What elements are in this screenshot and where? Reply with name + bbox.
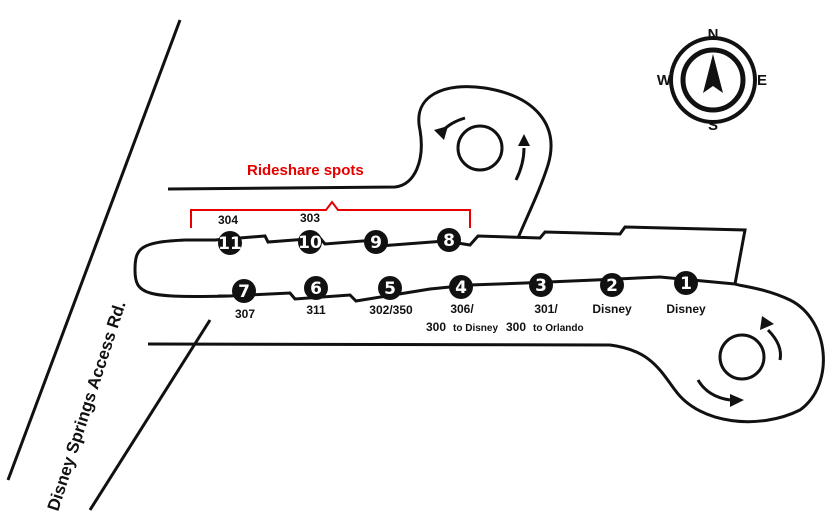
stop-1[interactable]: 1 — [674, 271, 698, 295]
south-loop-edge — [147, 282, 825, 424]
stop-number: 11 — [218, 234, 242, 254]
compass-north-label: N — [708, 26, 719, 43]
compass-east-label: E — [757, 72, 767, 89]
stop-3[interactable]: 3 — [529, 273, 553, 297]
south-circulation-arrows — [696, 328, 782, 402]
north-arrow-head-left — [434, 126, 448, 140]
south-roundabout-island — [718, 333, 766, 381]
access-road-edge-right — [88, 319, 212, 511]
route-label: 307 — [235, 307, 255, 321]
route-label-line1: 306/ — [450, 302, 474, 316]
route-label: 304 — [218, 213, 238, 227]
route-label: Disney — [592, 302, 632, 316]
stop-number: 5 — [384, 279, 396, 299]
compass-west-label: W — [657, 72, 672, 89]
route-label: 311 — [306, 303, 326, 317]
rideshare-bracket — [190, 200, 471, 228]
north-arrow-head-right — [518, 134, 530, 146]
compass-south-label: S — [708, 117, 718, 134]
south-arrow-head-top — [760, 316, 774, 330]
stop-number: 8 — [443, 231, 455, 251]
route-label: Disney — [666, 302, 706, 316]
stop-4[interactable]: 4 — [449, 275, 473, 299]
stop-7[interactable]: 7 — [232, 279, 256, 303]
west-end-curb — [133, 238, 231, 298]
stop-number: 10 — [298, 233, 322, 253]
stop-number: 1 — [680, 274, 692, 294]
route-label: 302/350 — [369, 303, 413, 317]
north-roundabout-island — [456, 124, 504, 172]
access-road-edge-left — [6, 19, 182, 481]
stop-number: 2 — [606, 276, 618, 296]
stop-number: 3 — [535, 276, 547, 296]
route-label: 303 — [300, 211, 320, 225]
rideshare-label: Rideshare spots — [247, 162, 364, 179]
stop-number: 7 — [238, 282, 250, 302]
south-arrow-head-bottom — [730, 394, 744, 407]
south-curb — [218, 275, 736, 303]
stop-9[interactable]: 9 — [364, 230, 388, 254]
route-label-line1: 301/ — [534, 302, 558, 316]
stop-5[interactable]: 5 — [378, 276, 402, 300]
stop-10[interactable]: 10 — [298, 230, 322, 254]
north-loop-edge — [167, 85, 553, 239]
stop-6[interactable]: 6 — [304, 276, 328, 300]
access-road-label: Disney Springs Access Rd. — [44, 299, 130, 514]
stop-number: 6 — [310, 279, 322, 299]
stop-2[interactable]: 2 — [600, 273, 624, 297]
route-label-line2: 300 to Disney — [426, 318, 498, 335]
stop-number: 9 — [370, 233, 382, 253]
north-curb — [185, 225, 747, 285]
stop-8[interactable]: 8 — [437, 228, 461, 252]
route-label-line2: 300 to Orlando — [506, 318, 584, 335]
stop-number: 4 — [455, 278, 467, 298]
compass-icon — [669, 36, 757, 124]
stop-11[interactable]: 11 — [218, 231, 242, 255]
